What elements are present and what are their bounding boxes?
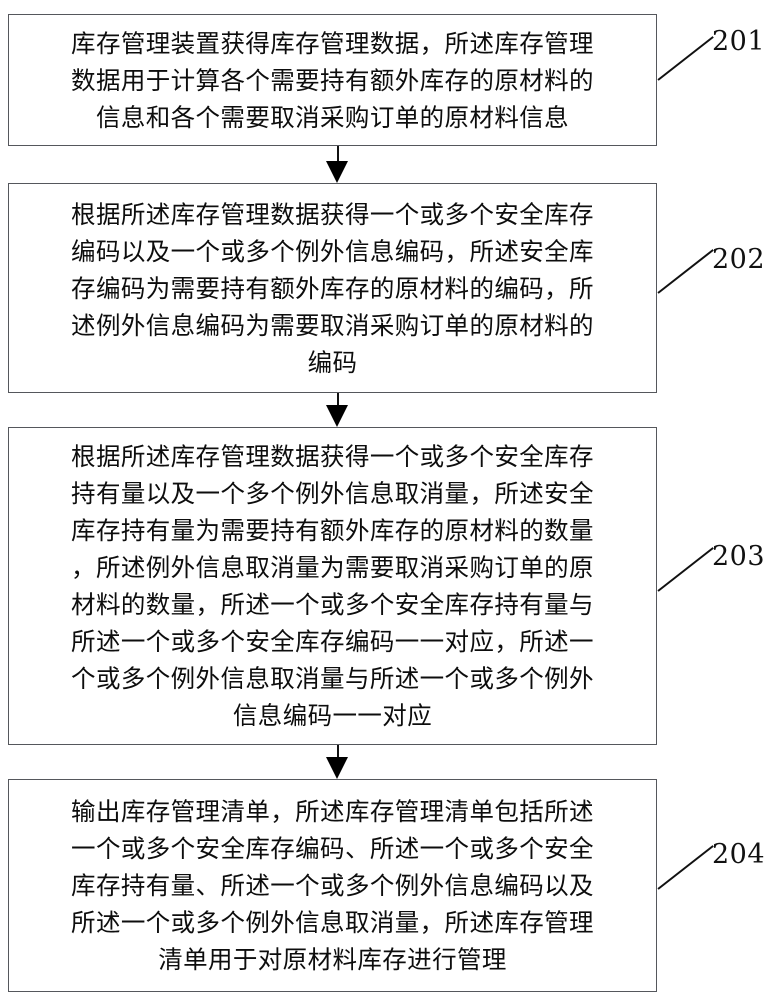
reference-numeral-202: 202 (712, 244, 766, 275)
arrow-202-to-203 (318, 393, 358, 427)
flow-step-box-202: 根据所述库存管理数据获得一个或多个安全库存 编码以及一个或多个例外信息编码，所述… (8, 183, 657, 393)
arrow-stem (337, 146, 340, 163)
flow-step-text-201: 库存管理装置获得库存管理数据，所述库存管理 数据用于计算各个需要持有额外库存的原… (71, 28, 594, 132)
arrow-201-to-202 (318, 146, 358, 183)
arrow-head (326, 757, 348, 779)
leader-line-203 (657, 547, 714, 592)
flow-step-box-203: 根据所述库存管理数据获得一个或多个安全库存 持有量以及一个多个例外信息取消量，所… (8, 427, 657, 745)
leader-line-204 (657, 845, 714, 890)
flow-step-text-202: 根据所述库存管理数据获得一个或多个安全库存 编码以及一个或多个例外信息编码，所述… (71, 199, 594, 377)
reference-numeral-204: 204 (712, 839, 766, 870)
flow-step-box-204: 输出库存管理清单，所述库存管理清单包括所述 一个或多个安全库存编码、所述一个或多… (8, 779, 657, 992)
arrow-stem (337, 745, 340, 759)
reference-numeral-201: 201 (712, 26, 766, 57)
flow-step-text-204: 输出库存管理清单，所述库存管理清单包括所述 一个或多个安全库存编码、所述一个或多… (71, 797, 594, 974)
reference-numeral-203: 203 (712, 541, 766, 572)
flow-step-box-201: 库存管理装置获得库存管理数据，所述库存管理 数据用于计算各个需要持有额外库存的原… (8, 14, 657, 146)
leader-line-201 (657, 36, 714, 81)
arrow-203-to-204 (318, 745, 358, 779)
leader-line-202 (657, 249, 714, 294)
arrow-head (326, 161, 348, 183)
flow-step-text-203: 根据所述库存管理数据获得一个或多个安全库存 持有量以及一个多个例外信息取消量，所… (71, 442, 594, 730)
arrow-stem (337, 393, 340, 407)
arrow-head (326, 405, 348, 427)
